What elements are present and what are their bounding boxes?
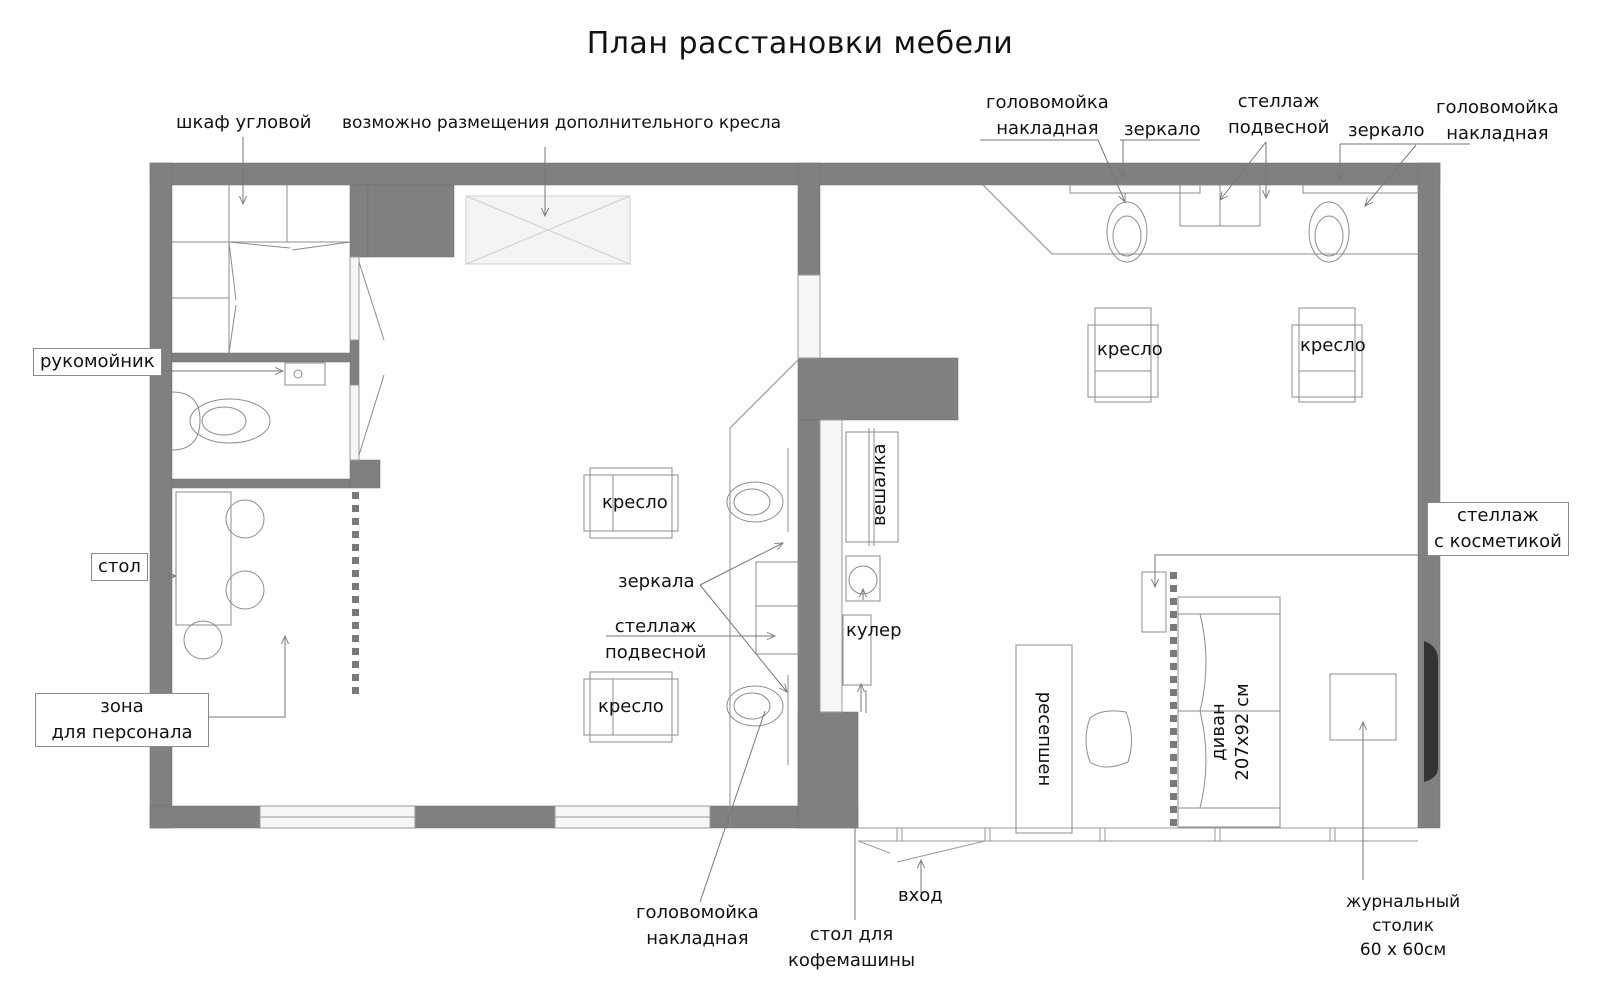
label-coat-rack: вешалка xyxy=(869,443,890,526)
label-corner-wardrobe: шкаф угловой xyxy=(176,112,312,133)
partition-posts xyxy=(352,492,1177,826)
walls xyxy=(149,162,1441,829)
label-cooler: кулер xyxy=(846,620,902,641)
label-hair-wash-top-left: головомойка накладная xyxy=(986,92,1109,139)
label-cosmetics-shelf: стеллаж с косметикой xyxy=(1427,502,1569,556)
label-staff-zone: зона для персонала xyxy=(35,693,209,747)
label-mirror-top-right: зеркало xyxy=(1348,120,1425,141)
label-extra-chair-zone: возможно размещения дополнительного крес… xyxy=(342,113,782,133)
label-mirror-top-left: зеркало xyxy=(1124,119,1201,140)
right-room-furniture xyxy=(982,184,1419,834)
label-chair-left-top: кресло xyxy=(602,492,668,513)
tv-icon xyxy=(1424,641,1438,782)
label-chair-right-2: кресло xyxy=(1300,335,1366,356)
label-shelf-hanging-left: стеллаж подвесной xyxy=(605,616,707,663)
label-magazine-table: журнальный столик 60 х 60см xyxy=(1346,892,1461,960)
plan-title: План расстановки мебели xyxy=(586,26,1014,61)
windows xyxy=(259,256,843,829)
label-table: стол xyxy=(91,553,148,581)
label-hair-wash-bottom: головомойка накладная xyxy=(636,902,759,949)
left-room-furniture xyxy=(171,185,899,828)
label-sofa: диван 207х92 см xyxy=(1208,683,1253,781)
label-entrance: вход xyxy=(898,885,943,906)
label-coffee-machine-table: стол для кофемашины xyxy=(788,924,916,971)
label-chair-right-1: кресло xyxy=(1097,339,1163,360)
label-chair-left-bottom: кресло xyxy=(598,696,664,717)
label-reception: ресепшен xyxy=(1034,691,1055,787)
label-shelf-hanging-top: стеллаж подвесной xyxy=(1228,91,1330,138)
label-mirrors: зеркала xyxy=(618,571,695,592)
label-hand-sink: рукомойник xyxy=(33,348,162,376)
label-hair-wash-top-right: головомойка накладная xyxy=(1436,97,1559,144)
